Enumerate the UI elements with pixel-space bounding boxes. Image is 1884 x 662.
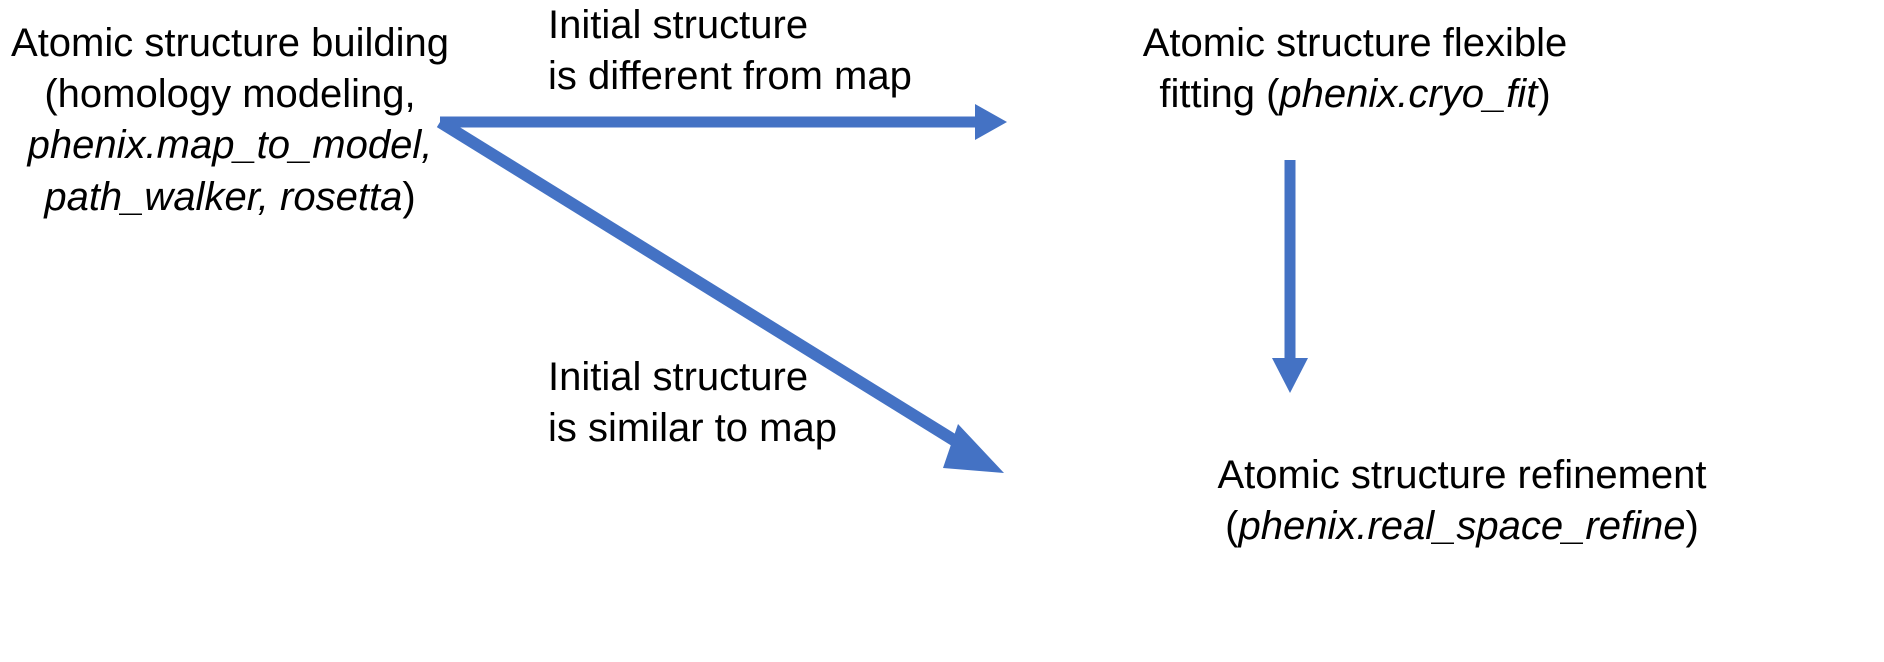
node-refinement-line-2-tail: ) — [1685, 504, 1699, 549]
edge-label-similar-line-1: Initial structure — [548, 355, 809, 399]
node-refinement-line-2-head: ( — [1225, 504, 1239, 549]
node-fitting-line-2-tail: ) — [1537, 72, 1551, 117]
node-fitting-line-1: Atomic structure flexible — [1142, 21, 1568, 65]
node-building-line-3: phenix.map_to_model, — [27, 123, 433, 168]
node-building-line-4-tail: ) — [402, 174, 416, 219]
edge-label-similar-line-2: is similar to map — [548, 406, 837, 451]
node-atomic-structure-refinement: Atomic structure refinement (phenix.real… — [1040, 450, 1884, 552]
arrow-building-to-fitting — [440, 104, 1007, 140]
node-refinement-line-2-italic: phenix.real_space_refine — [1238, 504, 1686, 549]
node-building-line-1: Atomic structure building — [11, 21, 449, 65]
node-fitting-line-2-head: fitting ( — [1159, 72, 1280, 117]
node-building-line-4: path_walker, rosetta — [44, 174, 403, 219]
node-refinement-line-1: Atomic structure refinement — [1217, 453, 1707, 497]
node-fitting-line-2-italic: phenix.cryo_fit — [1279, 72, 1538, 117]
node-building-line-2: (homology modeling, — [44, 72, 416, 117]
edge-label-initial-structure-similar: Initial structure is similar to map — [548, 352, 948, 454]
edge-label-different-line-2: is different from map — [548, 54, 912, 99]
node-atomic-structure-flexible-fitting: Atomic structure flexible fitting (pheni… — [1075, 18, 1635, 120]
arrow-fitting-to-refinement — [1272, 160, 1308, 393]
node-atomic-structure-building: Atomic structure building (homology mode… — [0, 18, 460, 223]
edge-label-initial-structure-different: Initial structure is different from map — [548, 0, 948, 102]
edge-label-different-line-1: Initial structure — [548, 3, 809, 47]
